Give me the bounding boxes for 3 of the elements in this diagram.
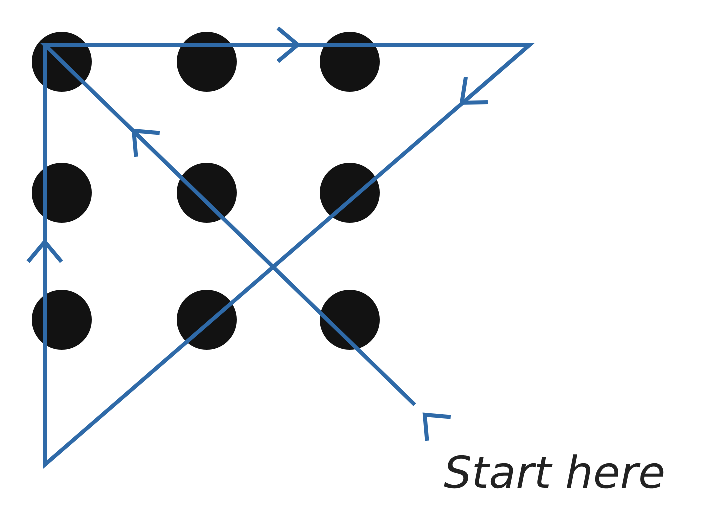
dot	[320, 163, 380, 223]
start-note: Start here	[444, 448, 666, 499]
dot	[177, 290, 237, 350]
